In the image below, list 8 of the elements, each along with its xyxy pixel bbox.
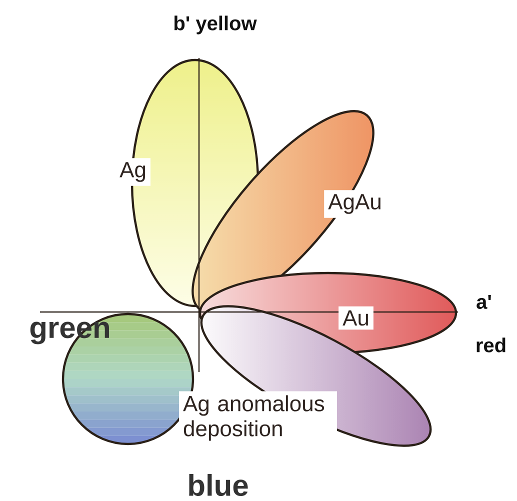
region-label: Ag: [116, 158, 150, 186]
axis-label: red: [476, 338, 506, 352]
axis-label: b' yellow: [174, 16, 257, 34]
axis-label: a': [476, 295, 491, 309]
axis-label: blue: [189, 474, 248, 496]
region-label: AgAu: [324, 190, 386, 218]
region-label: Au: [338, 306, 374, 330]
region-label: Ag anomalous deposition: [179, 391, 337, 445]
